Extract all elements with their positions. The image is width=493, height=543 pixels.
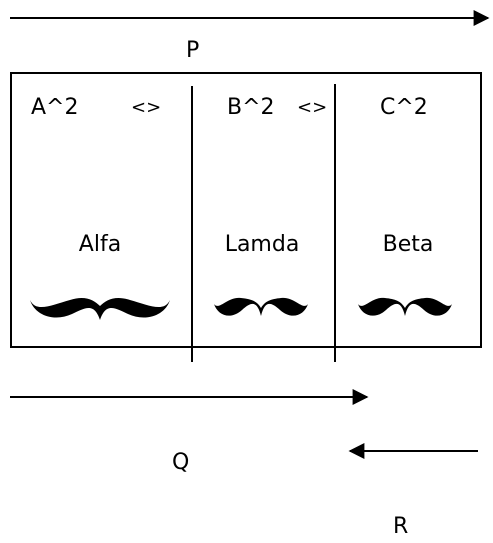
moustache-icon-alfa <box>30 297 170 320</box>
divider-left <box>191 86 193 362</box>
moustache-icon-lamda <box>214 297 308 316</box>
panel-power-a: A^2 <box>31 95 79 120</box>
panel-name-beta: Beta <box>382 232 434 257</box>
diagram-frame <box>10 72 482 348</box>
panel-name-lamda: Lamda <box>224 232 300 257</box>
moustache-icon-beta <box>358 297 452 316</box>
separator-1: <> <box>131 97 162 118</box>
label-p: P <box>186 38 200 63</box>
separator-2: <> <box>297 97 328 118</box>
panel-name-alfa: Alfa <box>78 232 122 257</box>
label-q: Q <box>172 450 190 475</box>
panel-power-b: B^2 <box>227 95 275 120</box>
panel-power-c: C^2 <box>380 95 428 120</box>
label-r: R <box>393 514 409 539</box>
divider-right <box>334 84 336 362</box>
